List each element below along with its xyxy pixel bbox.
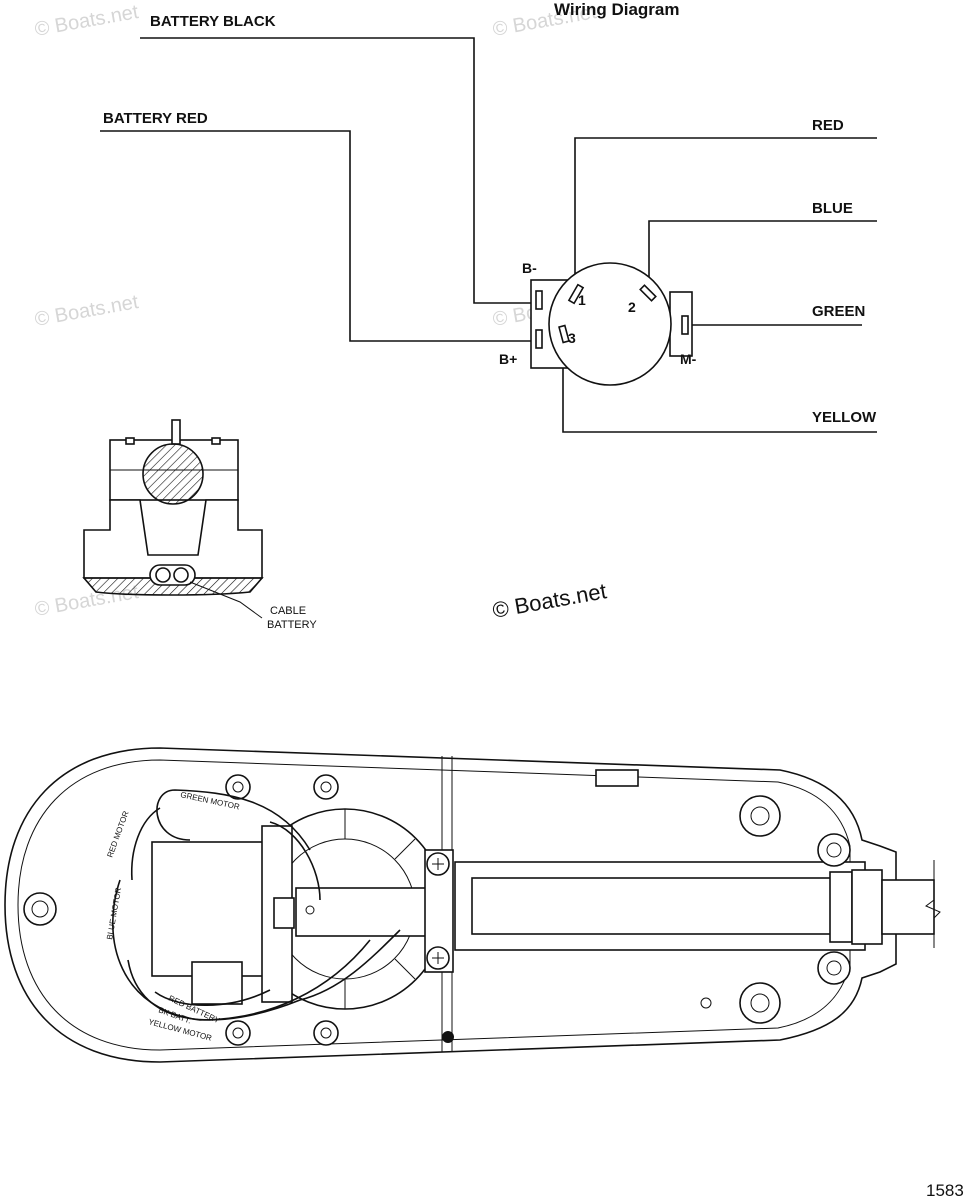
terminal-b-plus xyxy=(535,329,543,349)
watermark-top-left: © Boats.net xyxy=(33,1,140,41)
screw-bosses xyxy=(23,774,851,1046)
terminal-labels: B- B+ M- 1 2 3 xyxy=(499,260,697,367)
battery-red-wire xyxy=(100,130,532,342)
shaft-section xyxy=(142,443,204,505)
figure-number: 1583 xyxy=(926,1181,964,1200)
battery-red-label: BATTERY RED xyxy=(103,110,208,127)
pin-3-label: 3 xyxy=(568,330,576,346)
terminal-m-minus xyxy=(681,315,689,335)
wire-harness xyxy=(112,789,401,1021)
b-minus-label: B- xyxy=(522,260,537,276)
shaft-seal xyxy=(851,869,883,945)
blue-label: BLUE xyxy=(812,200,853,217)
terminal-2 xyxy=(639,284,657,302)
switch-knob xyxy=(273,897,295,929)
blue-wire xyxy=(648,220,877,290)
switch-shaft xyxy=(295,887,429,937)
shaft-inner xyxy=(471,877,833,935)
shaft-extension xyxy=(881,879,935,935)
cable-leader-line xyxy=(189,581,263,619)
clamp-bolt xyxy=(171,419,181,445)
pin-2-label: 2 xyxy=(628,299,636,315)
yellow-label: YELLOW xyxy=(812,409,877,426)
switch-lower-block xyxy=(191,961,243,1005)
diagram-title: Wiring Diagram xyxy=(554,0,679,19)
b-plus-label: B+ xyxy=(499,351,517,367)
terminal-3 xyxy=(558,324,570,344)
clamp-cross-section: CABLE BATTERY xyxy=(82,419,317,631)
m-minus-label: M- xyxy=(680,351,697,367)
switch-body-circle xyxy=(548,262,672,386)
yellow-wire xyxy=(562,342,877,433)
housing-rivet xyxy=(442,1031,454,1043)
schematic-wires xyxy=(100,37,877,433)
battery-cable-wire-a xyxy=(155,567,171,583)
red-label: RED xyxy=(812,117,844,134)
battery-cable-wire-b xyxy=(173,567,189,583)
housing-slot xyxy=(595,769,639,787)
terminal-b-minus xyxy=(535,290,543,310)
shaft-break-line xyxy=(925,860,941,948)
battery-black-wire xyxy=(140,37,532,304)
pin-1-label: 1 xyxy=(578,292,586,308)
terminal-1 xyxy=(567,283,585,305)
red-wire xyxy=(574,137,877,286)
cable-label-line2: BATTERY xyxy=(267,619,317,631)
switch-assembly xyxy=(151,841,273,977)
clamp-base-hatched xyxy=(82,577,264,596)
shaft-collar xyxy=(829,871,853,943)
motor-housing: GREEN MOTOR RED MOTOR BLUE MOTOR RED BAT… xyxy=(4,747,941,1063)
copyright-notice: © Boats.net xyxy=(491,578,609,623)
battery-black-label: BATTERY BLACK xyxy=(150,13,276,30)
cable-label-line1: CABLE xyxy=(270,605,306,617)
wire-labels: BATTERY BLACK BATTERY RED RED BLUE GREEN… xyxy=(103,13,877,426)
watermark-mid-left: © Boats.net xyxy=(33,291,140,331)
fan-spokes xyxy=(344,809,416,1009)
speed-switch xyxy=(530,262,693,386)
green-label: GREEN xyxy=(812,303,865,320)
